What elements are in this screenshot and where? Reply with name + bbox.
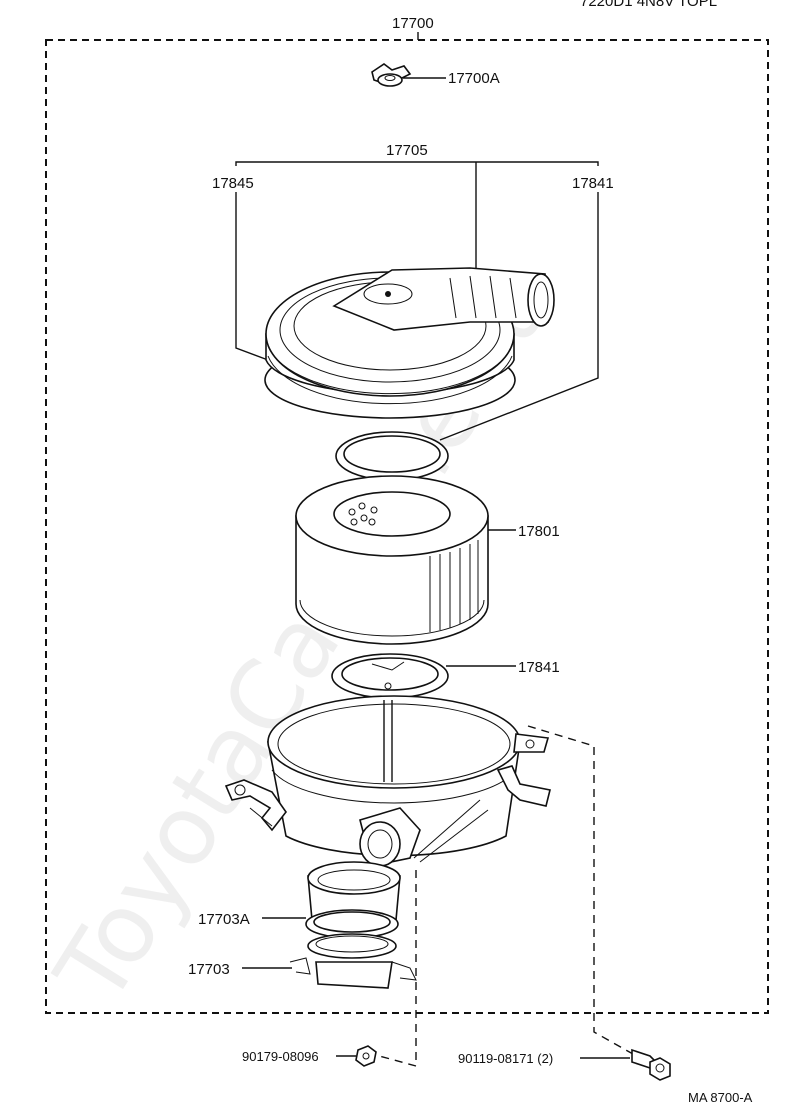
label-17841-upper: 17841 [572, 175, 614, 192]
label-17703: 17703 [188, 961, 230, 978]
label-17705: 17705 [386, 142, 428, 159]
label-90179-08096: 90179-08096 [242, 1049, 319, 1064]
hose-clamp [289, 933, 417, 989]
lower-gasket [331, 653, 449, 699]
label-17801: 17801 [518, 523, 560, 540]
diagram-code: MA 8700-A [688, 1090, 753, 1105]
air-cleaner-case [224, 695, 551, 867]
upper-gasket [335, 431, 449, 481]
wing-nut [371, 63, 412, 87]
label-90119-08171: 90119-08171 (2) [458, 1051, 553, 1066]
hose-gasket [305, 909, 399, 939]
bolt-right [631, 1048, 671, 1081]
bolt-left [355, 1045, 377, 1067]
air-cleaner-cap [264, 267, 555, 419]
label-17841-lower: 17841 [518, 659, 560, 676]
label-17700A: 17700A [448, 70, 500, 87]
label-17845: 17845 [212, 175, 254, 192]
filter-element [295, 475, 489, 645]
header-fragment: 7220D1 4N8V TOPL [580, 0, 717, 10]
label-17703A: 17703A [198, 911, 250, 928]
assembly-frame [45, 39, 769, 1014]
label-17700: 17700 [392, 15, 434, 32]
